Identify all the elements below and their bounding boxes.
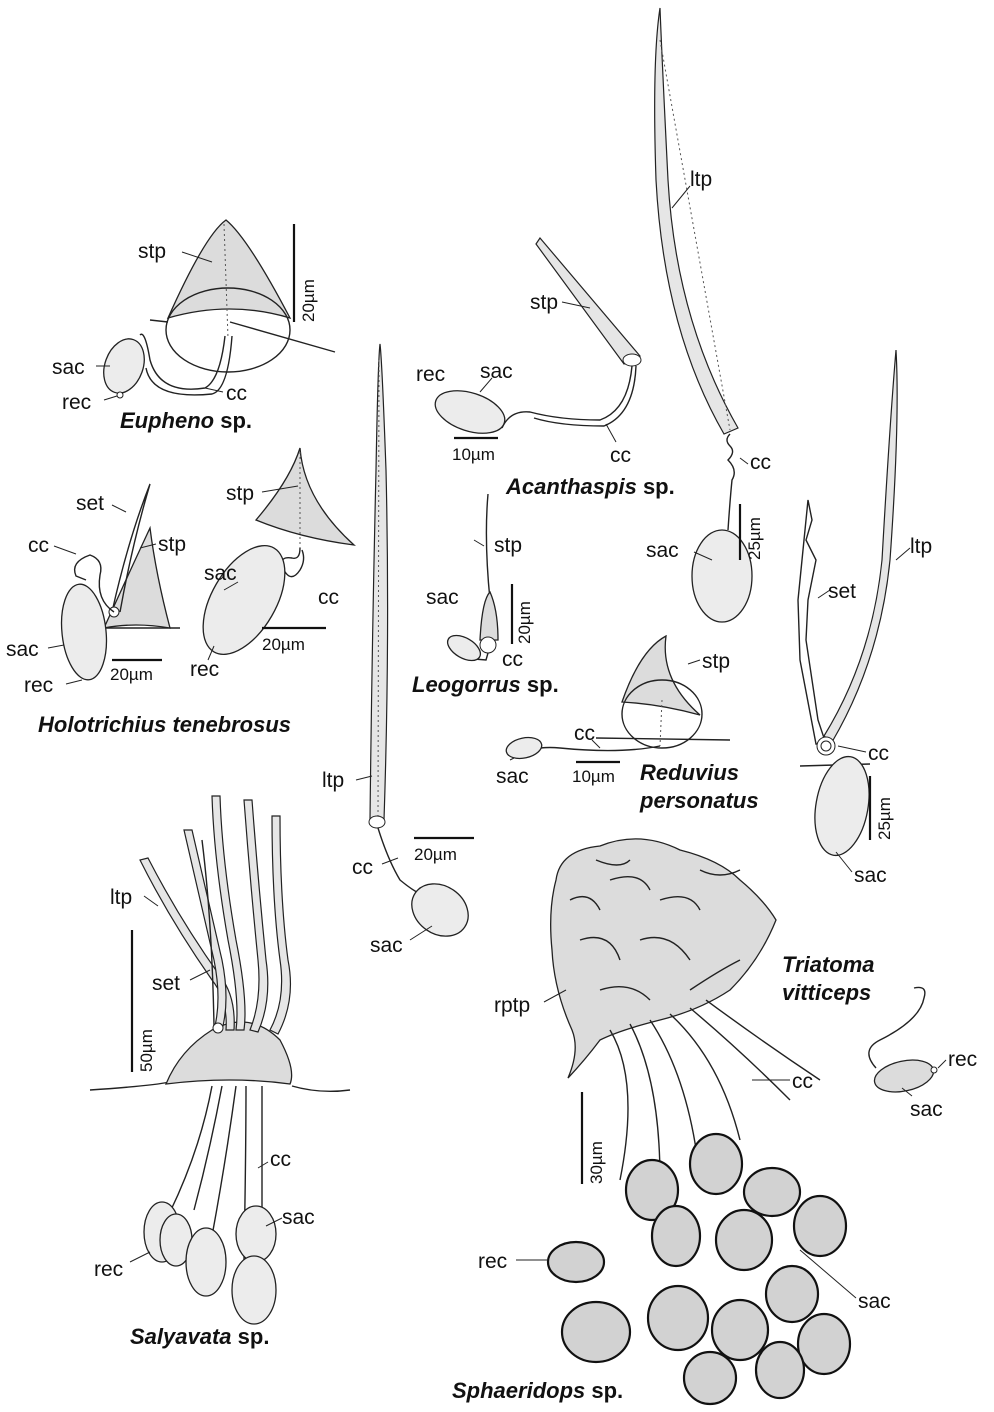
far-right-sac-label: sac xyxy=(854,864,887,887)
leogorrus-sac-label: sac xyxy=(426,586,459,609)
reduvius-stp-label: stp xyxy=(702,650,730,673)
acanthaspis-sac-label: sac xyxy=(480,360,513,383)
sphaeridops-species-name: Sphaeridops sp. xyxy=(452,1378,623,1403)
holotrichius-left-cc-label: cc xyxy=(28,534,49,557)
right-ltp-sac-label: sac xyxy=(646,539,679,562)
salyavata-ltp-label: ltp xyxy=(110,886,132,909)
far-right-set-label: set xyxy=(828,580,856,603)
center-scale-label: 20µm xyxy=(414,845,457,864)
leogorrus-drawing xyxy=(443,494,498,666)
holotrichius-right-stp-label: stp xyxy=(226,482,254,505)
far-right-ltp-drawing xyxy=(798,350,897,860)
holotrichius-right-cc-label: cc xyxy=(318,586,339,609)
right-cc-label: cc xyxy=(750,451,771,474)
salyavata-set-label: set xyxy=(152,972,180,995)
acanthaspis-stp-label: stp xyxy=(530,291,558,314)
reduvius-drawing xyxy=(504,636,730,762)
eupheno-cc-label: cc xyxy=(226,382,247,405)
triatoma-sac-label: sac xyxy=(910,1098,943,1121)
center-cc-label: cc xyxy=(352,856,373,879)
acanthaspis-rec-label: rec xyxy=(416,363,445,386)
far-right-cc-label: cc xyxy=(868,742,889,765)
leogorrus-scale-label: 20µm xyxy=(515,601,534,644)
holotrichius-right-rec-label: rec xyxy=(190,658,219,681)
salyavata-cc-label: cc xyxy=(270,1148,291,1171)
center-ltp-label: ltp xyxy=(322,769,344,792)
triatoma-species-name-line2: vitticeps xyxy=(782,980,871,1005)
eupheno-sac-label: sac xyxy=(52,356,85,379)
triatoma-drawing xyxy=(869,987,937,1096)
reduvius-sac-label: sac xyxy=(496,765,529,788)
holotrichius-left-sac-label: sac xyxy=(6,638,39,661)
acanthaspis-cc-label: cc xyxy=(610,444,631,467)
eupheno-species-name: Eupheno sp. xyxy=(120,408,252,433)
holotrichius-right-sac-label: sac xyxy=(204,562,237,585)
far-right-ltp-label: ltp xyxy=(910,535,932,558)
triatoma-species-name-line1: Triatoma xyxy=(782,952,875,977)
right-ltp-label: ltp xyxy=(690,168,712,191)
holotrichius-right-scale-label: 20µm xyxy=(262,635,305,654)
holotrichius-set-label: set xyxy=(76,492,104,515)
acanthaspis-species-name: Acanthaspis sp. xyxy=(505,474,675,499)
reduvius-cc-label: cc xyxy=(574,722,595,745)
acanthaspis-scale-label: 10µm xyxy=(452,445,495,464)
eupheno-rec-label: rec xyxy=(62,391,91,414)
holotrichius-left-rec-label: rec xyxy=(24,674,53,697)
center-sac-label: sac xyxy=(370,934,403,957)
sphaeridops-scale-label: 30µm xyxy=(587,1141,606,1184)
eupheno-stp-label: stp xyxy=(138,240,166,263)
leogorrus-cc-label: cc xyxy=(502,648,523,671)
salyavata-drawing xyxy=(90,796,350,1324)
salyavata-species-name: Salyavata sp. xyxy=(130,1324,269,1349)
reduvius-species-name-line1: Reduvius xyxy=(640,760,739,785)
acanthaspis-drawing xyxy=(430,238,641,441)
reduvius-scale-label: 10µm xyxy=(572,767,615,786)
holotrichius-left-stp-label: stp xyxy=(158,533,186,556)
holotrichius-species-name: Holotrichius tenebrosus xyxy=(38,712,291,737)
sphaeridops-sac-label: sac xyxy=(858,1290,891,1313)
salyavata-rec-label: rec xyxy=(94,1258,123,1281)
sphaeridops-cc-label: cc xyxy=(792,1070,813,1093)
salyavata-scale-label: 50µm xyxy=(137,1029,156,1072)
eupheno-scale-label: 20µm xyxy=(299,279,318,322)
reduvius-species-name-line2: personatus xyxy=(639,788,759,813)
triatoma-rec-label: rec xyxy=(948,1048,977,1071)
leogorrus-species-name: Leogorrus sp. xyxy=(412,672,559,697)
sphaeridops-rptp-label: rptp xyxy=(494,994,530,1017)
right-ltp-scale-label: 25µm xyxy=(745,517,764,560)
holotrichius-left-scale-label: 20µm xyxy=(110,665,153,684)
salyavata-sac-label: sac xyxy=(282,1206,315,1229)
sphaeridops-rec-label: rec xyxy=(478,1250,507,1273)
leogorrus-stp-label: stp xyxy=(494,534,522,557)
sphaeridops-drawing xyxy=(548,839,850,1404)
right-ltp-drawing xyxy=(655,8,752,622)
far-right-scale-label: 25µm xyxy=(875,797,894,840)
